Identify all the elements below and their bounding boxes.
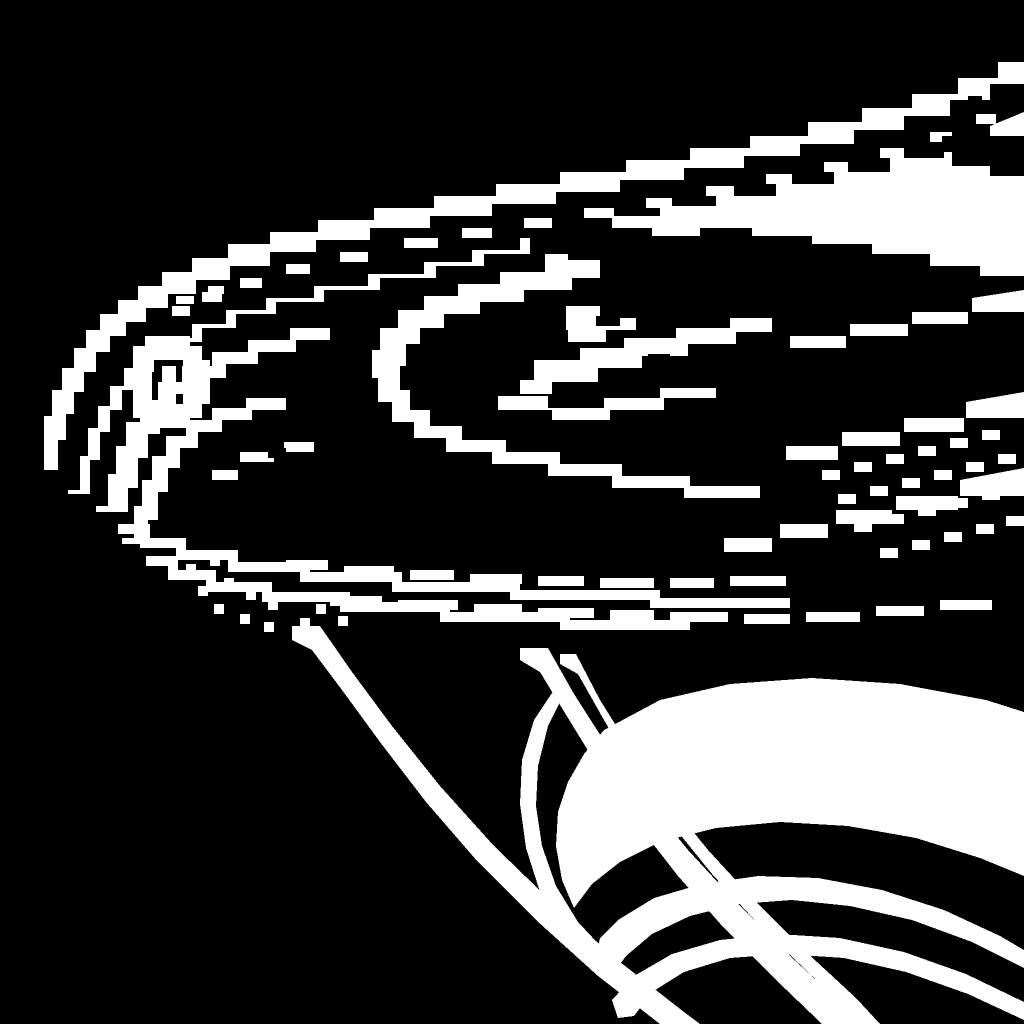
- sole-outline-lowest: [612, 934, 1024, 1020]
- upper-sweep-speckles: [172, 114, 996, 316]
- flank-dotted-run: [822, 430, 1024, 558]
- collar-fill-notch: [942, 136, 1024, 176]
- sole-panel: [520, 678, 1024, 1020]
- toe-speckles: [176, 286, 314, 480]
- toe-badge-outline: [133, 336, 210, 428]
- midsole-stitching: [118, 524, 992, 632]
- right-flank-bands: [724, 290, 1024, 558]
- upper-collar-sweep: [44, 62, 1024, 498]
- swoosh-underline: [498, 388, 716, 420]
- second-rim-stroke: [68, 238, 530, 494]
- seam-stroke-outer: [292, 626, 700, 1024]
- sole-seam-lines: [292, 626, 880, 1024]
- collar-speck-void: [968, 96, 982, 108]
- midsole-dashes: [286, 560, 992, 624]
- flank-stroke-lower: [724, 468, 1024, 552]
- flank-stroke-mid: [786, 392, 1024, 460]
- toe-detail-badge: [133, 336, 210, 428]
- toe-arc-outer: [96, 328, 330, 512]
- seam-stroke-inner: [520, 648, 862, 1024]
- outer-rim-stroke: [44, 62, 1024, 470]
- swoosh-tail: [520, 318, 772, 394]
- midsole-edge-upper: [118, 524, 790, 608]
- sole-outline-crescent: [520, 690, 606, 966]
- collar-fill-shape: [612, 112, 1024, 276]
- sole-fill-shape: [556, 678, 1024, 908]
- seam-stroke-thin: [560, 654, 880, 1024]
- toe-badge-core: [162, 366, 176, 400]
- midsole-speckles: [186, 556, 348, 632]
- upper-shadow-notches: [268, 304, 772, 472]
- sole-outline-inner: [596, 876, 1024, 978]
- midsole-edge-lower: [146, 556, 690, 630]
- flank-stroke-upper: [790, 290, 1024, 348]
- collar-fill-panel: [612, 96, 1024, 276]
